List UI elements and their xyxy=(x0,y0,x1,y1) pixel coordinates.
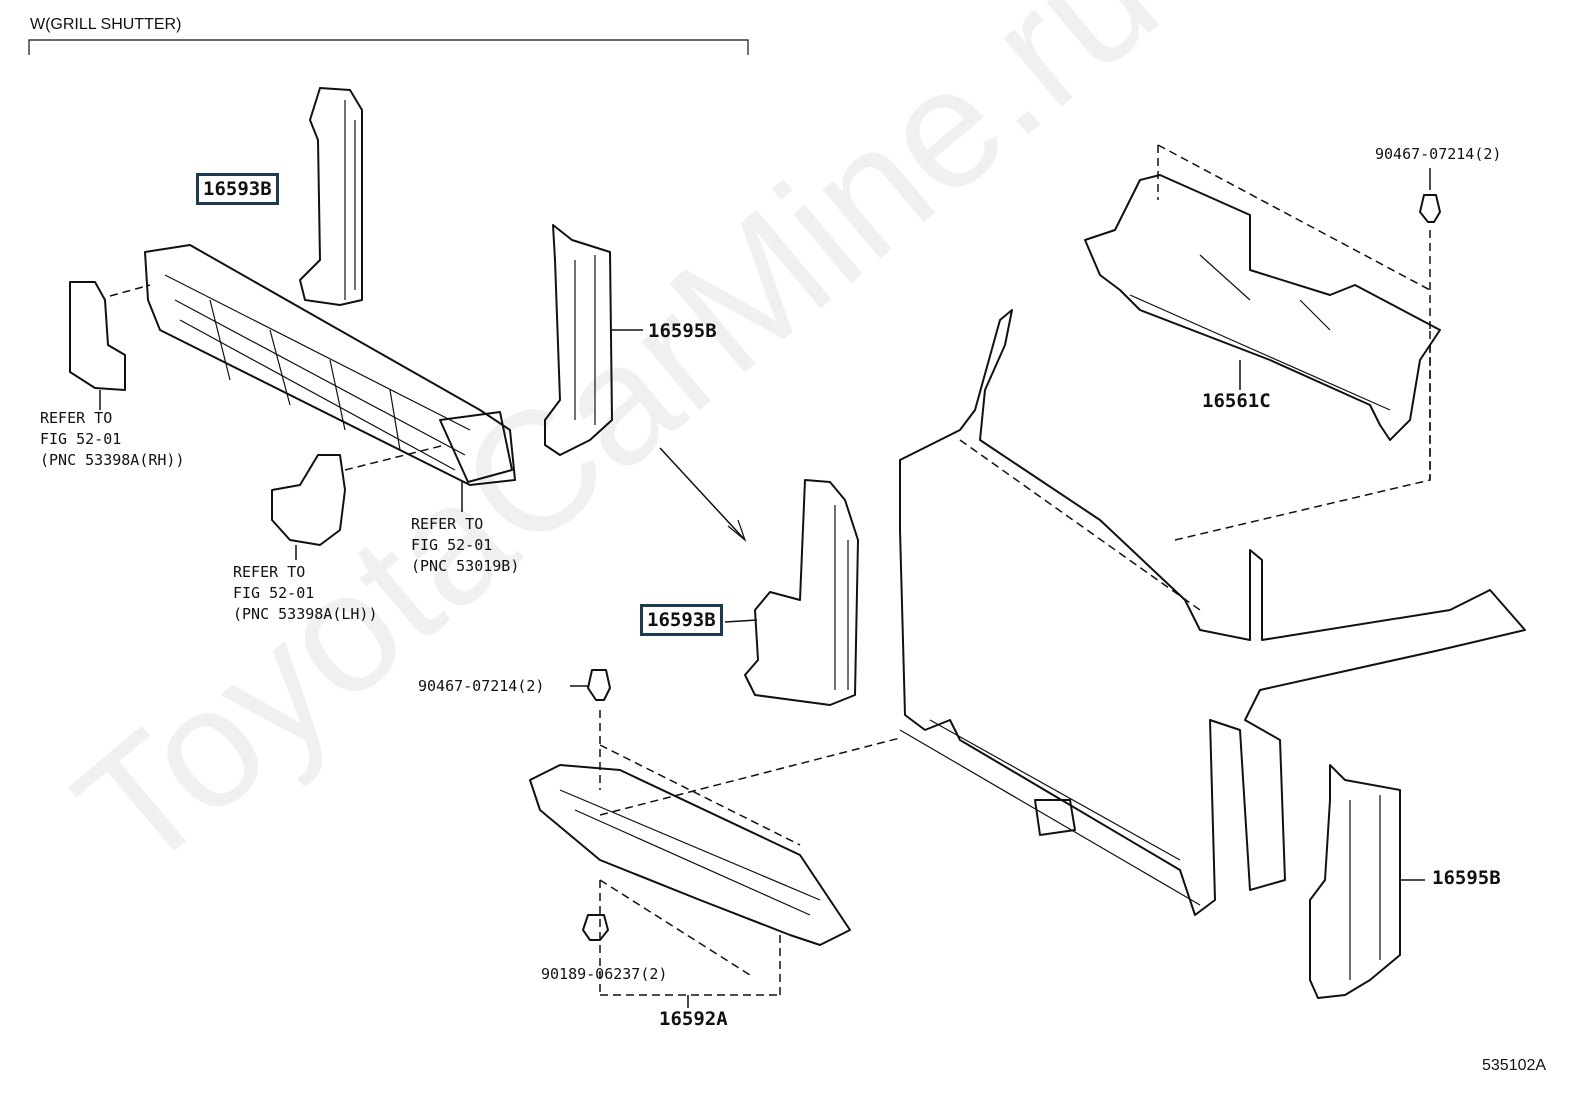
clip-mid-drawing xyxy=(587,669,611,701)
part-16595b-upper-drawing xyxy=(544,224,613,456)
label-16593b-top[interactable]: 16593B xyxy=(196,173,279,205)
refer-lh-line1: REFER TO xyxy=(233,563,306,581)
refer-center-line1: REFER TO xyxy=(411,515,484,533)
section-header: W(GRILL SHUTTER) xyxy=(30,16,182,33)
refer-lh-line2: FIG 52-01 xyxy=(233,584,315,602)
label-clip-bottom[interactable]: 90189-06237(2) xyxy=(541,965,668,983)
part-16592a-drawing xyxy=(529,764,851,946)
label-16561c[interactable]: 16561C xyxy=(1202,390,1271,412)
refer-center-line2: FIG 52-01 xyxy=(411,536,493,554)
refer-rh-line1: REFER TO xyxy=(40,409,113,427)
refer-rh-line3: (PNC 53398A(RH)) xyxy=(40,451,185,469)
label-16595b-upper[interactable]: 16595B xyxy=(648,320,717,342)
label-16595b-lower[interactable]: 16595B xyxy=(1432,867,1501,889)
label-clip-top-right[interactable]: 90467-07214(2) xyxy=(1375,145,1502,163)
header-bracket xyxy=(28,39,749,55)
refer-lh-line3: (PNC 53398A(LH)) xyxy=(233,605,378,623)
bracket-lh-drawing xyxy=(271,454,346,546)
part-16593b-top-drawing xyxy=(299,87,363,306)
bracket-rh-drawing xyxy=(69,281,126,391)
clip-top-right-drawing xyxy=(1419,194,1441,223)
label-clip-mid[interactable]: 90467-07214(2) xyxy=(418,677,545,695)
grill-shutter-drawing xyxy=(144,244,516,486)
refer-center-line3: (PNC 53019B) xyxy=(411,557,520,575)
diagram-id: 535102A xyxy=(1482,1057,1547,1074)
part-16595b-lower-drawing xyxy=(1309,764,1401,999)
part-16593b-mid-drawing xyxy=(744,479,859,706)
label-16593b-mid[interactable]: 16593B xyxy=(640,604,723,636)
label-16592a[interactable]: 16592A xyxy=(659,1008,728,1030)
direction-arrow xyxy=(659,447,746,541)
clip-bottom-drawing xyxy=(582,914,609,941)
part-16561c-drawing xyxy=(1084,174,1441,441)
refer-rh-line2: FIG 52-01 xyxy=(40,430,122,448)
